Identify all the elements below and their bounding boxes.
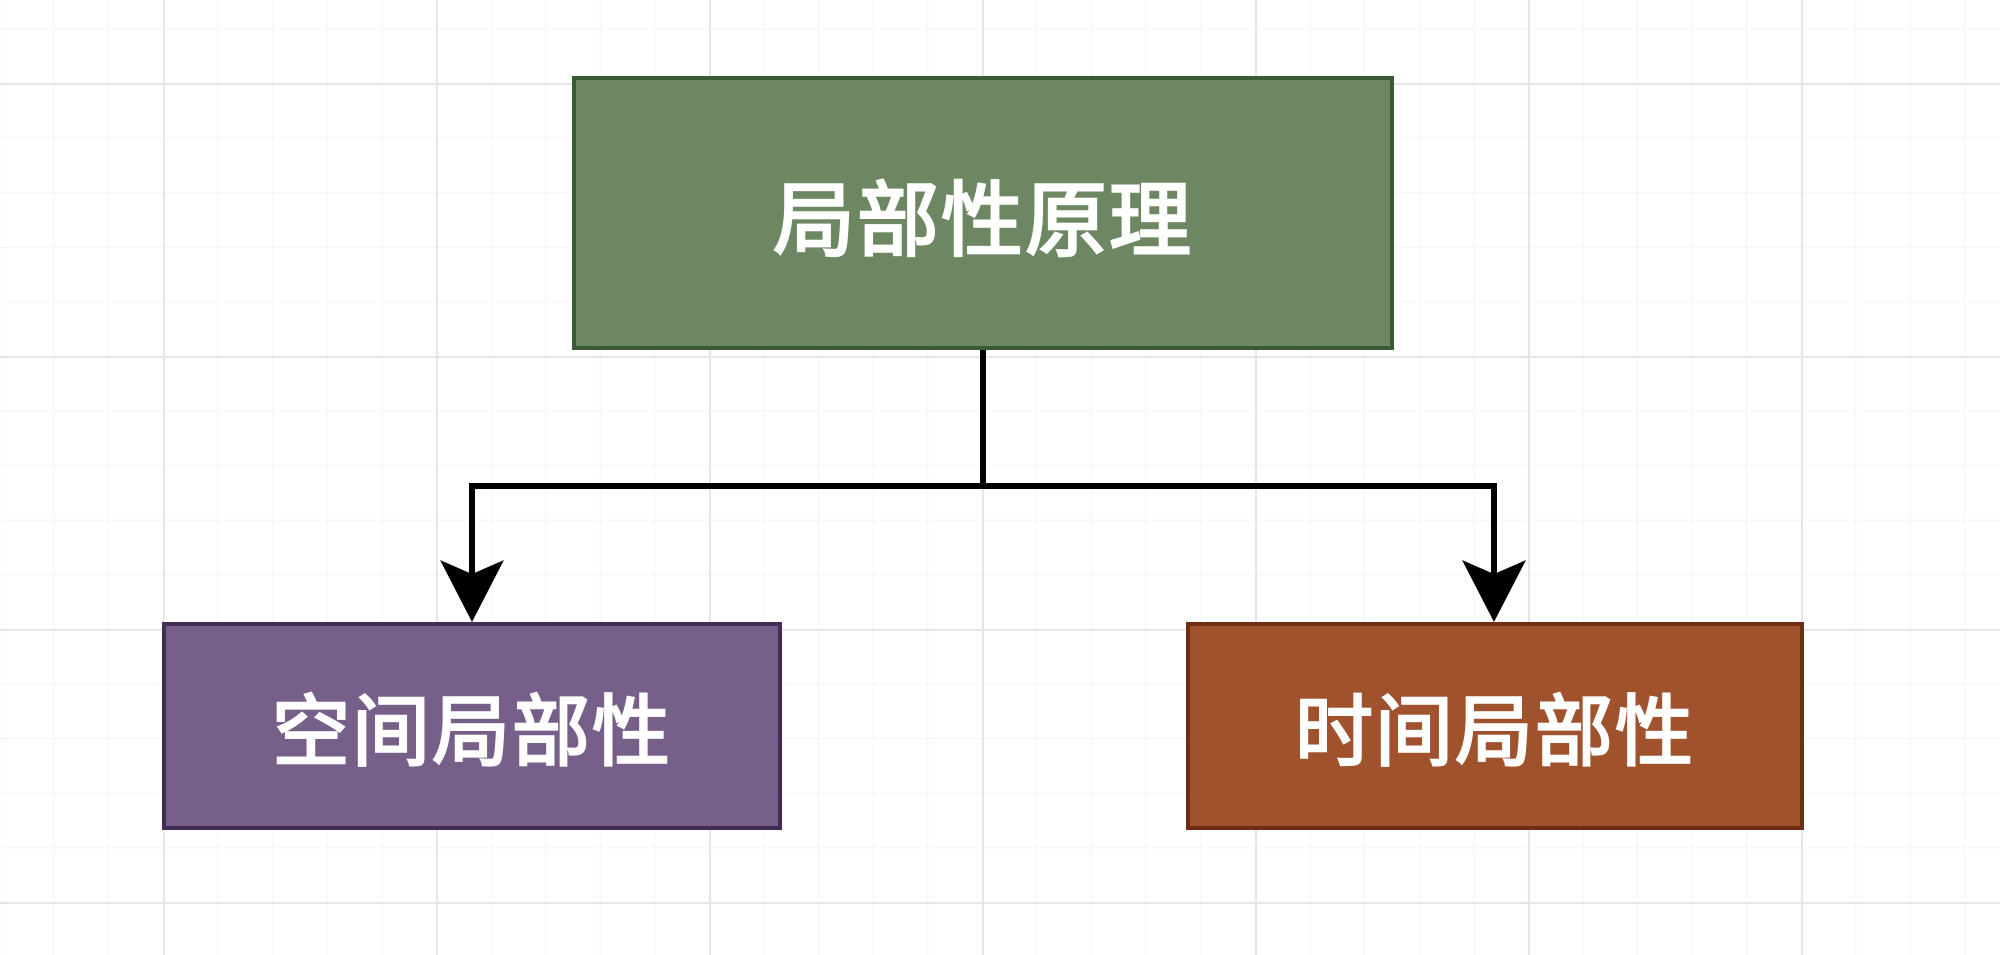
arrowhead-right (1462, 560, 1526, 622)
node-temporal-locality[interactable]: 时间局部性 (1186, 622, 1804, 830)
connector-to-temporal-locality (983, 483, 1497, 586)
node-spatial-locality-label: 空间局部性 (271, 688, 672, 778)
node-locality-principle-label: 局部性原理 (772, 173, 1193, 269)
node-locality-principle[interactable]: 局部性原理 (572, 76, 1394, 350)
connector-to-spatial-locality (469, 483, 983, 586)
arrowhead-left (440, 560, 504, 622)
node-spatial-locality[interactable]: 空间局部性 (162, 622, 782, 830)
node-temporal-locality-label: 时间局部性 (1294, 688, 1695, 778)
